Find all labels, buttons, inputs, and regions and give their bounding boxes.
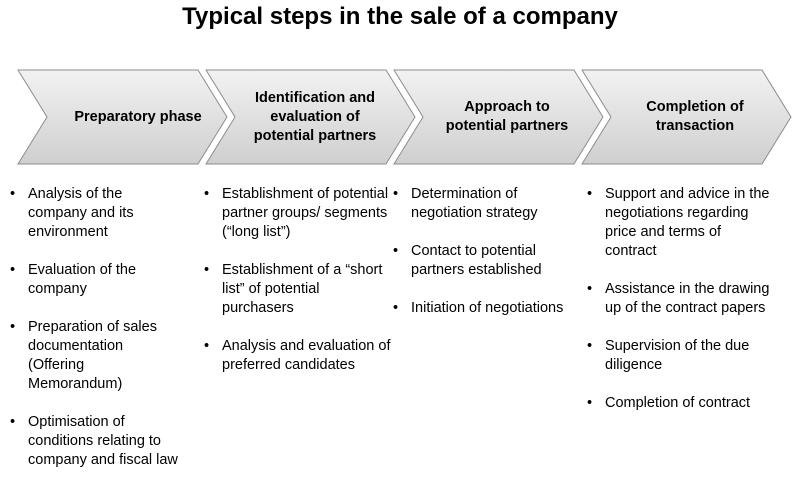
phase-label-approach: Approach to potential partners [445,99,569,134]
bullet-item: Analysis and evaluation of preferred can… [202,337,392,375]
bullet-item: Supervision of the due diligence [585,337,775,375]
chevron-identification [205,69,416,165]
bullet-item: Preparation of sales documentation (Offe… [8,318,180,394]
bullet-item: Assistance in the drawing up of the cont… [585,280,775,318]
bullet-list-approach: Determination of negotiation strategy Co… [391,185,569,337]
bullet-list-preparatory: Analysis of the company and its environm… [8,185,180,489]
bullet-item: Determination of negotiation strategy [391,185,569,223]
bullet-item: Establishment of potential partner group… [202,185,392,242]
bullet-list-identification: Establishment of potential partner group… [202,185,392,394]
chevron-approach [393,69,604,165]
phase-label-preparatory: Preparatory phase [74,108,202,125]
bullet-item: Support and advice in the negotiations r… [585,185,775,261]
phase-label-completion: Completion of transaction [646,99,744,134]
bullet-item: Establishment of a “short list” of poten… [202,261,392,318]
bullet-list-completion: Support and advice in the negotiations r… [585,185,775,432]
chevron-preparatory-phase [17,69,228,165]
diagram-title: Typical steps in the sale of a company [182,3,618,30]
bullet-item: Optimisation of conditions relating to c… [8,413,180,470]
bullet-item: Analysis of the company and its environm… [8,185,180,242]
phase-label-identification: Identification and evaluation of potenti… [253,89,377,144]
bullet-item: Contact to potential partners establishe… [391,242,569,280]
bullet-item: Evaluation of the company [8,261,180,299]
chevron-completion [581,69,792,165]
bullet-item: Completion of contract [585,394,775,413]
bullet-item: Initiation of negotiations [391,299,569,318]
